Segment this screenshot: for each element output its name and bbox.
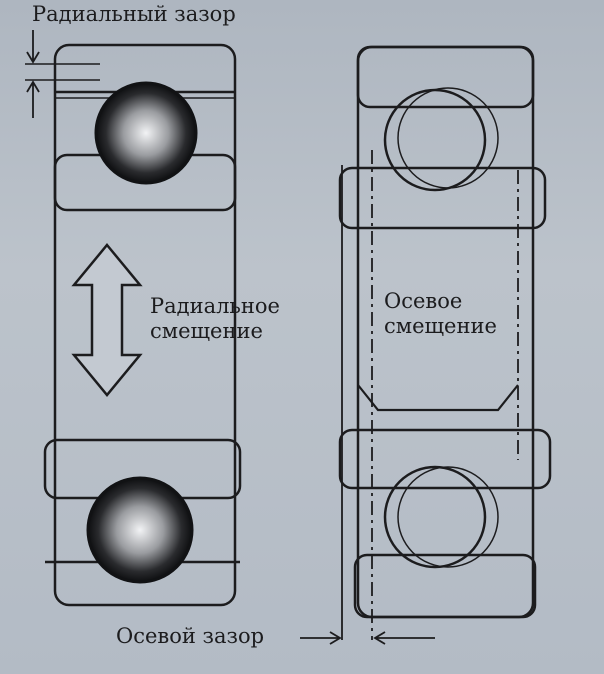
- axial-clearance-arrow-right: [373, 631, 435, 645]
- right-bottom-ball-shifted: [397, 466, 499, 568]
- right-lower-outer-race: [353, 553, 537, 619]
- radial-shift-line-1: Радиальное: [150, 294, 280, 318]
- radial-shift-label: Радиальное смещение: [150, 294, 280, 344]
- radial-clearance-label: Радиальный зазор: [32, 2, 236, 26]
- radial-shift-double-arrow: [71, 243, 143, 397]
- axial-shift-line-2: смещение: [384, 314, 497, 339]
- radial-clearance-arrow-down: [26, 80, 40, 118]
- left-top-ball: [94, 81, 198, 185]
- axial-shift-label: Осевое смещение: [384, 289, 497, 339]
- left-bearing: [25, 30, 242, 607]
- right-bottom-ball: [383, 465, 487, 569]
- right-outer-ring-top: [356, 45, 535, 109]
- radial-shift-line-2: смещение: [150, 319, 263, 344]
- axial-shift-arrow: [357, 384, 519, 412]
- axial-shift-line-1: Осевое: [384, 289, 463, 313]
- axial-clearance-label: Осевой зазор: [116, 624, 265, 648]
- right-lower-inner-race: [338, 428, 552, 490]
- right-bearing: [300, 45, 552, 645]
- right-upper-inner-race: [338, 166, 547, 230]
- right-top-ball: [383, 88, 487, 192]
- right-top-ball-shifted: [397, 87, 499, 189]
- radial-clearance-arrow-up: [26, 30, 40, 64]
- left-outer-ring: [53, 43, 237, 607]
- axial-clearance-arrow-left: [300, 631, 342, 645]
- left-bottom-ball: [86, 476, 194, 584]
